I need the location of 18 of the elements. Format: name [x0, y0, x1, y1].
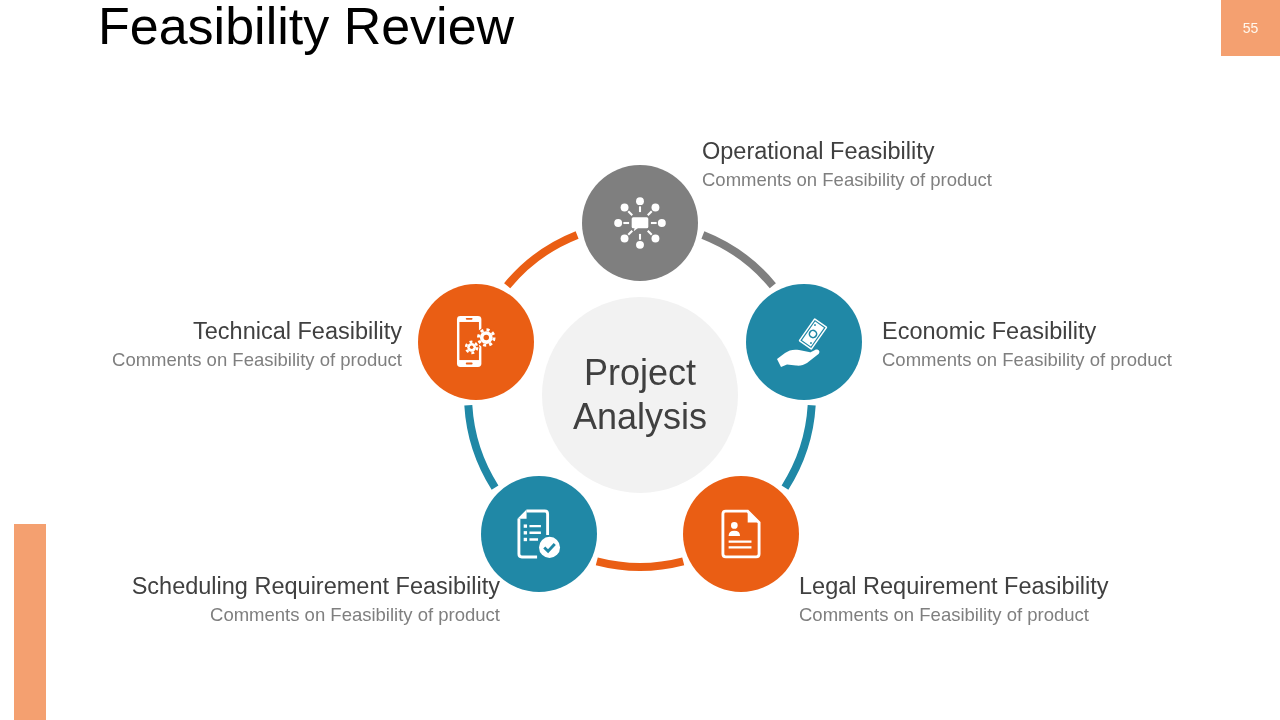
feasibility-heading: Scheduling Requirement Feasibility [131, 575, 500, 599]
feasibility-heading: Legal Requirement Feasibility [799, 575, 1109, 599]
side-bar [14, 524, 46, 720]
center-label: Project Analysis [571, 351, 709, 439]
feasibility-comment: Comments on Feasibility of product [799, 605, 1089, 624]
page-number: 55 [1221, 0, 1280, 56]
feasibility-comment: Comments on Feasibility of product [702, 170, 992, 189]
feasibility-comment: Comments on Feasibility of product [210, 605, 500, 624]
feasibility-comment: Comments on Feasibility of product [112, 350, 402, 369]
feasibility-heading: Technical Feasibility [193, 320, 402, 344]
feasibility-heading: Operational Feasibility [702, 140, 935, 164]
connector-arc [504, 231, 579, 289]
feasibility-heading: Economic Feasibility [882, 320, 1097, 344]
connector-arc [464, 404, 499, 490]
connector-arc [701, 231, 776, 289]
feasibility-comment: Comments on Feasibility of product [882, 350, 1172, 369]
connector-arc [781, 404, 816, 490]
connector-arc [596, 557, 684, 571]
